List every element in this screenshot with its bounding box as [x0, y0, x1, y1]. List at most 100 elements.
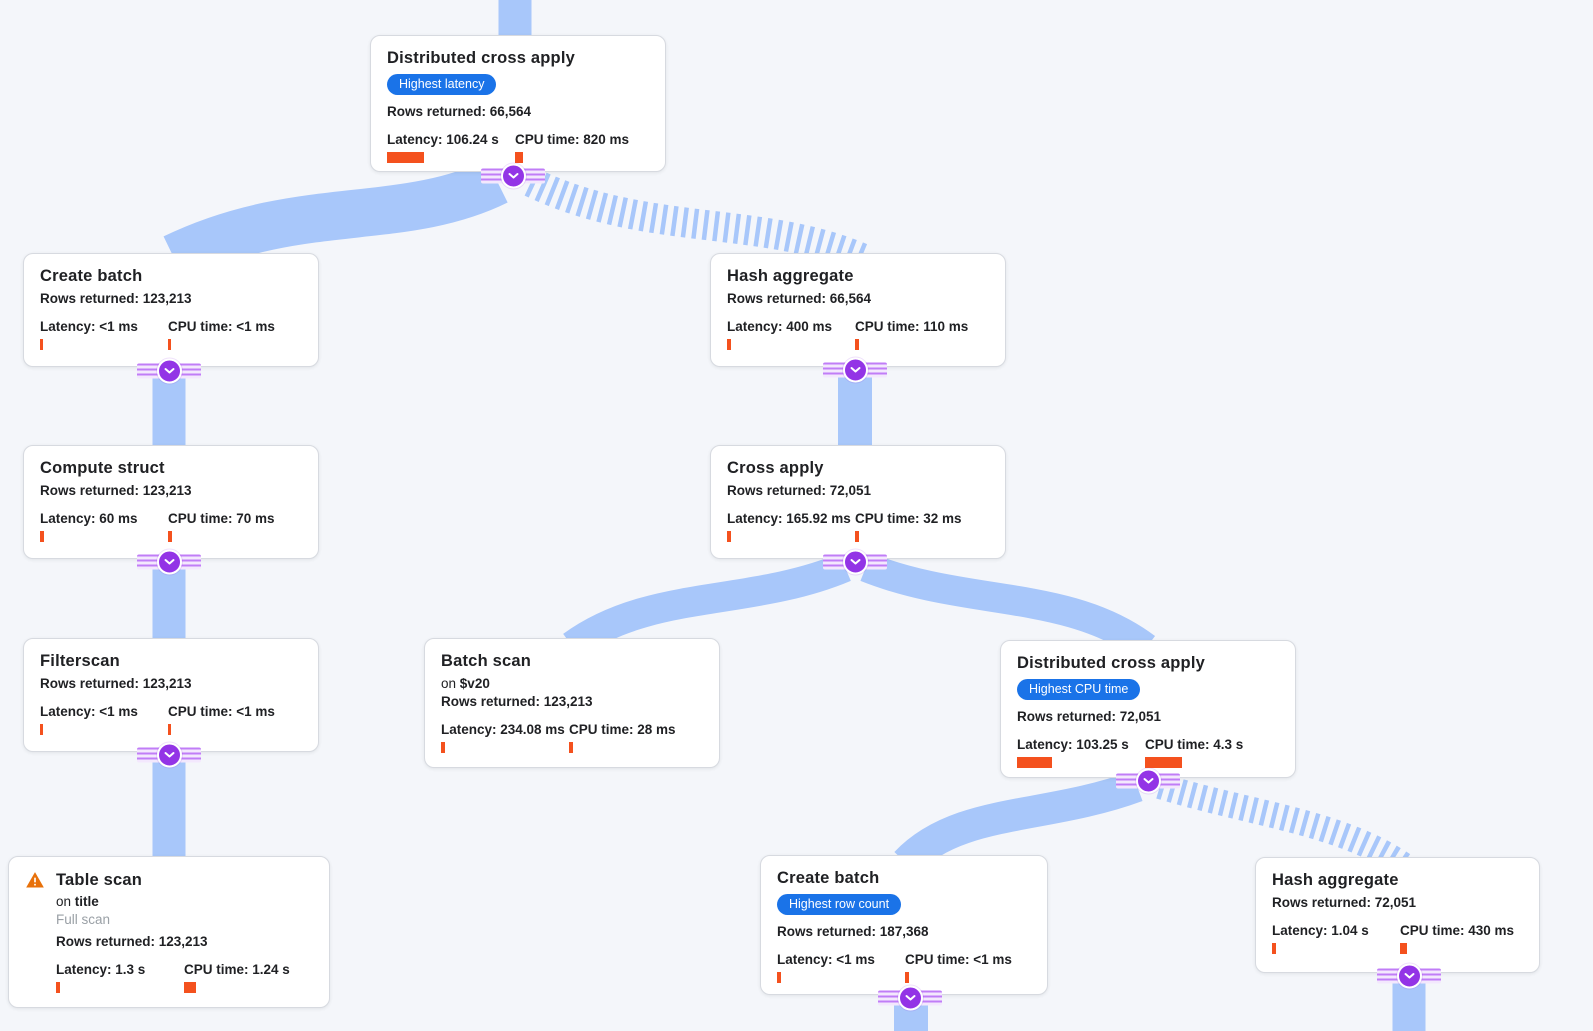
- cpu-time-label: CPU time: 70 ms: [168, 511, 275, 526]
- plan-node-hash-aggregate-2[interactable]: Hash aggregate Rows returned: 72,051 Lat…: [1255, 857, 1540, 973]
- latency-bar: [727, 339, 731, 350]
- cpu-metric: CPU time: 28 ms: [569, 722, 676, 753]
- plan-node-batch-scan[interactable]: Batch scan on $v20 Rows returned: 123,21…: [424, 638, 720, 768]
- cpu-time-bar: [168, 724, 171, 735]
- node-title: Table scan: [56, 870, 143, 889]
- rows-returned: Rows returned: 123,213: [56, 934, 208, 949]
- highest-cpu-time-badge: Highest CPU time: [1017, 679, 1141, 700]
- latency-label: Latency: 60 ms: [40, 511, 138, 526]
- latency-metric: Latency: 103.25 s: [1017, 737, 1145, 768]
- plan-node-create-batch-2[interactable]: Create batch Highest row count Rows retu…: [760, 855, 1048, 995]
- highest-latency-badge: Highest latency: [387, 74, 497, 95]
- cpu-time-bar: [168, 531, 172, 542]
- collapse-toggle[interactable]: [1377, 963, 1441, 989]
- cpu-time-label: CPU time: 110 ms: [855, 319, 969, 334]
- node-title: Create batch: [777, 869, 880, 887]
- cpu-metric: CPU time: 32 ms: [855, 511, 962, 542]
- latency-bar: [777, 972, 781, 983]
- cpu-time-bar: [1400, 943, 1407, 954]
- cpu-time-label: CPU time: <1 ms: [905, 952, 1012, 967]
- latency-label: Latency: <1 ms: [40, 319, 138, 334]
- cpu-time-label: CPU time: 430 ms: [1400, 923, 1515, 938]
- scan-target: on $v20: [441, 676, 490, 691]
- node-title: Batch scan: [441, 652, 532, 670]
- rows-returned: Rows returned: 123,213: [40, 291, 192, 306]
- chevron-down-icon: [156, 742, 182, 768]
- chevron-down-icon: [156, 549, 182, 575]
- cpu-metric: CPU time: 110 ms: [855, 319, 968, 350]
- latency-metric: Latency: 234.08 ms: [441, 722, 569, 753]
- rows-returned: Rows returned: 123,213: [40, 676, 192, 691]
- rows-returned: Rows returned: 123,213: [40, 483, 192, 498]
- cpu-metric: CPU time: 820 ms: [515, 132, 629, 163]
- node-title: Filterscan: [40, 652, 120, 670]
- latency-metric: Latency: 165.92 ms: [727, 511, 855, 542]
- chevron-down-icon: [842, 549, 868, 575]
- chevron-down-icon: [156, 358, 182, 384]
- collapse-toggle[interactable]: [1116, 768, 1180, 794]
- cpu-time-label: CPU time: 820 ms: [515, 132, 630, 147]
- latency-metric: Latency: 1.3 s: [56, 962, 184, 993]
- plan-node-hash-aggregate[interactable]: Hash aggregate Rows returned: 66,564 Lat…: [710, 253, 1006, 367]
- collapse-toggle[interactable]: [137, 549, 201, 575]
- latency-label: Latency: <1 ms: [777, 952, 875, 967]
- cpu-time-bar: [855, 339, 859, 350]
- latency-bar: [387, 152, 424, 163]
- latency-bar: [1272, 943, 1276, 954]
- plan-node-compute-struct[interactable]: Compute struct Rows returned: 123,213 La…: [23, 445, 319, 559]
- latency-bar: [441, 742, 445, 753]
- plan-node-distributed-cross-apply-2[interactable]: Distributed cross apply Highest CPU time…: [1000, 640, 1296, 778]
- highest-row-count-badge: Highest row count: [777, 894, 902, 915]
- collapse-toggle[interactable]: [823, 549, 887, 575]
- cpu-metric: CPU time: <1 ms: [905, 952, 1012, 983]
- chevron-down-icon: [1396, 963, 1422, 989]
- cpu-metric: CPU time: 4.3 s: [1145, 737, 1243, 768]
- flow-edge: [563, 553, 851, 659]
- flow-edge: [860, 553, 1156, 661]
- cpu-time-label: CPU time: 28 ms: [569, 722, 676, 737]
- collapse-toggle[interactable]: [823, 357, 887, 383]
- cpu-time-bar: [855, 531, 859, 542]
- warning-icon: [25, 870, 45, 890]
- latency-label: Latency: 103.25 s: [1017, 737, 1129, 752]
- cpu-time-bar: [184, 982, 196, 993]
- plan-node-table-scan[interactable]: Table scan on title Full scan Rows retur…: [8, 856, 330, 1008]
- cpu-metric: CPU time: <1 ms: [168, 704, 275, 735]
- latency-label: Latency: <1 ms: [40, 704, 138, 719]
- cpu-metric: CPU time: 70 ms: [168, 511, 275, 542]
- rows-returned: Rows returned: 72,051: [727, 483, 872, 498]
- cpu-time-bar: [569, 742, 573, 753]
- rows-returned: Rows returned: 72,051: [1272, 895, 1417, 910]
- plan-node-distributed-cross-apply-root[interactable]: Distributed cross apply Highest latency …: [370, 35, 666, 172]
- cpu-time-bar: [515, 152, 523, 163]
- collapse-toggle[interactable]: [137, 742, 201, 768]
- node-title: Compute struct: [40, 459, 165, 477]
- latency-label: Latency: 106.24 s: [387, 132, 499, 147]
- cpu-metric: CPU time: 1.24 s: [184, 962, 290, 993]
- flow-edge-striped: [1156, 773, 1411, 876]
- chevron-down-icon: [500, 163, 526, 189]
- plan-node-cross-apply[interactable]: Cross apply Rows returned: 72,051 Latenc…: [710, 445, 1006, 559]
- cpu-metric: CPU time: 430 ms: [1400, 923, 1514, 954]
- chevron-down-icon: [897, 985, 923, 1011]
- chevron-down-icon: [1135, 768, 1161, 794]
- collapse-toggle[interactable]: [878, 985, 942, 1011]
- collapse-toggle[interactable]: [481, 163, 545, 189]
- cpu-time-bar: [905, 972, 909, 983]
- plan-node-filterscan[interactable]: Filterscan Rows returned: 123,213 Latenc…: [23, 638, 319, 752]
- rows-returned: Rows returned: 72,051: [1017, 709, 1162, 724]
- latency-metric: Latency: 1.04 s: [1272, 923, 1400, 954]
- rows-returned: Rows returned: 66,564: [387, 104, 532, 119]
- node-title: Cross apply: [727, 459, 824, 477]
- cpu-time-label: CPU time: <1 ms: [168, 704, 275, 719]
- latency-metric: Latency: <1 ms: [40, 319, 168, 350]
- chevron-down-icon: [842, 357, 868, 383]
- latency-label: Latency: 1.3 s: [56, 962, 146, 977]
- cpu-time-bar: [1145, 757, 1182, 768]
- latency-label: Latency: 165.92 ms: [727, 511, 851, 526]
- collapse-toggle[interactable]: [137, 358, 201, 384]
- latency-metric: Latency: 60 ms: [40, 511, 168, 542]
- node-title: Distributed cross apply: [387, 49, 575, 67]
- scan-note: Full scan: [56, 912, 111, 927]
- plan-node-create-batch[interactable]: Create batch Rows returned: 123,213 Late…: [23, 253, 319, 367]
